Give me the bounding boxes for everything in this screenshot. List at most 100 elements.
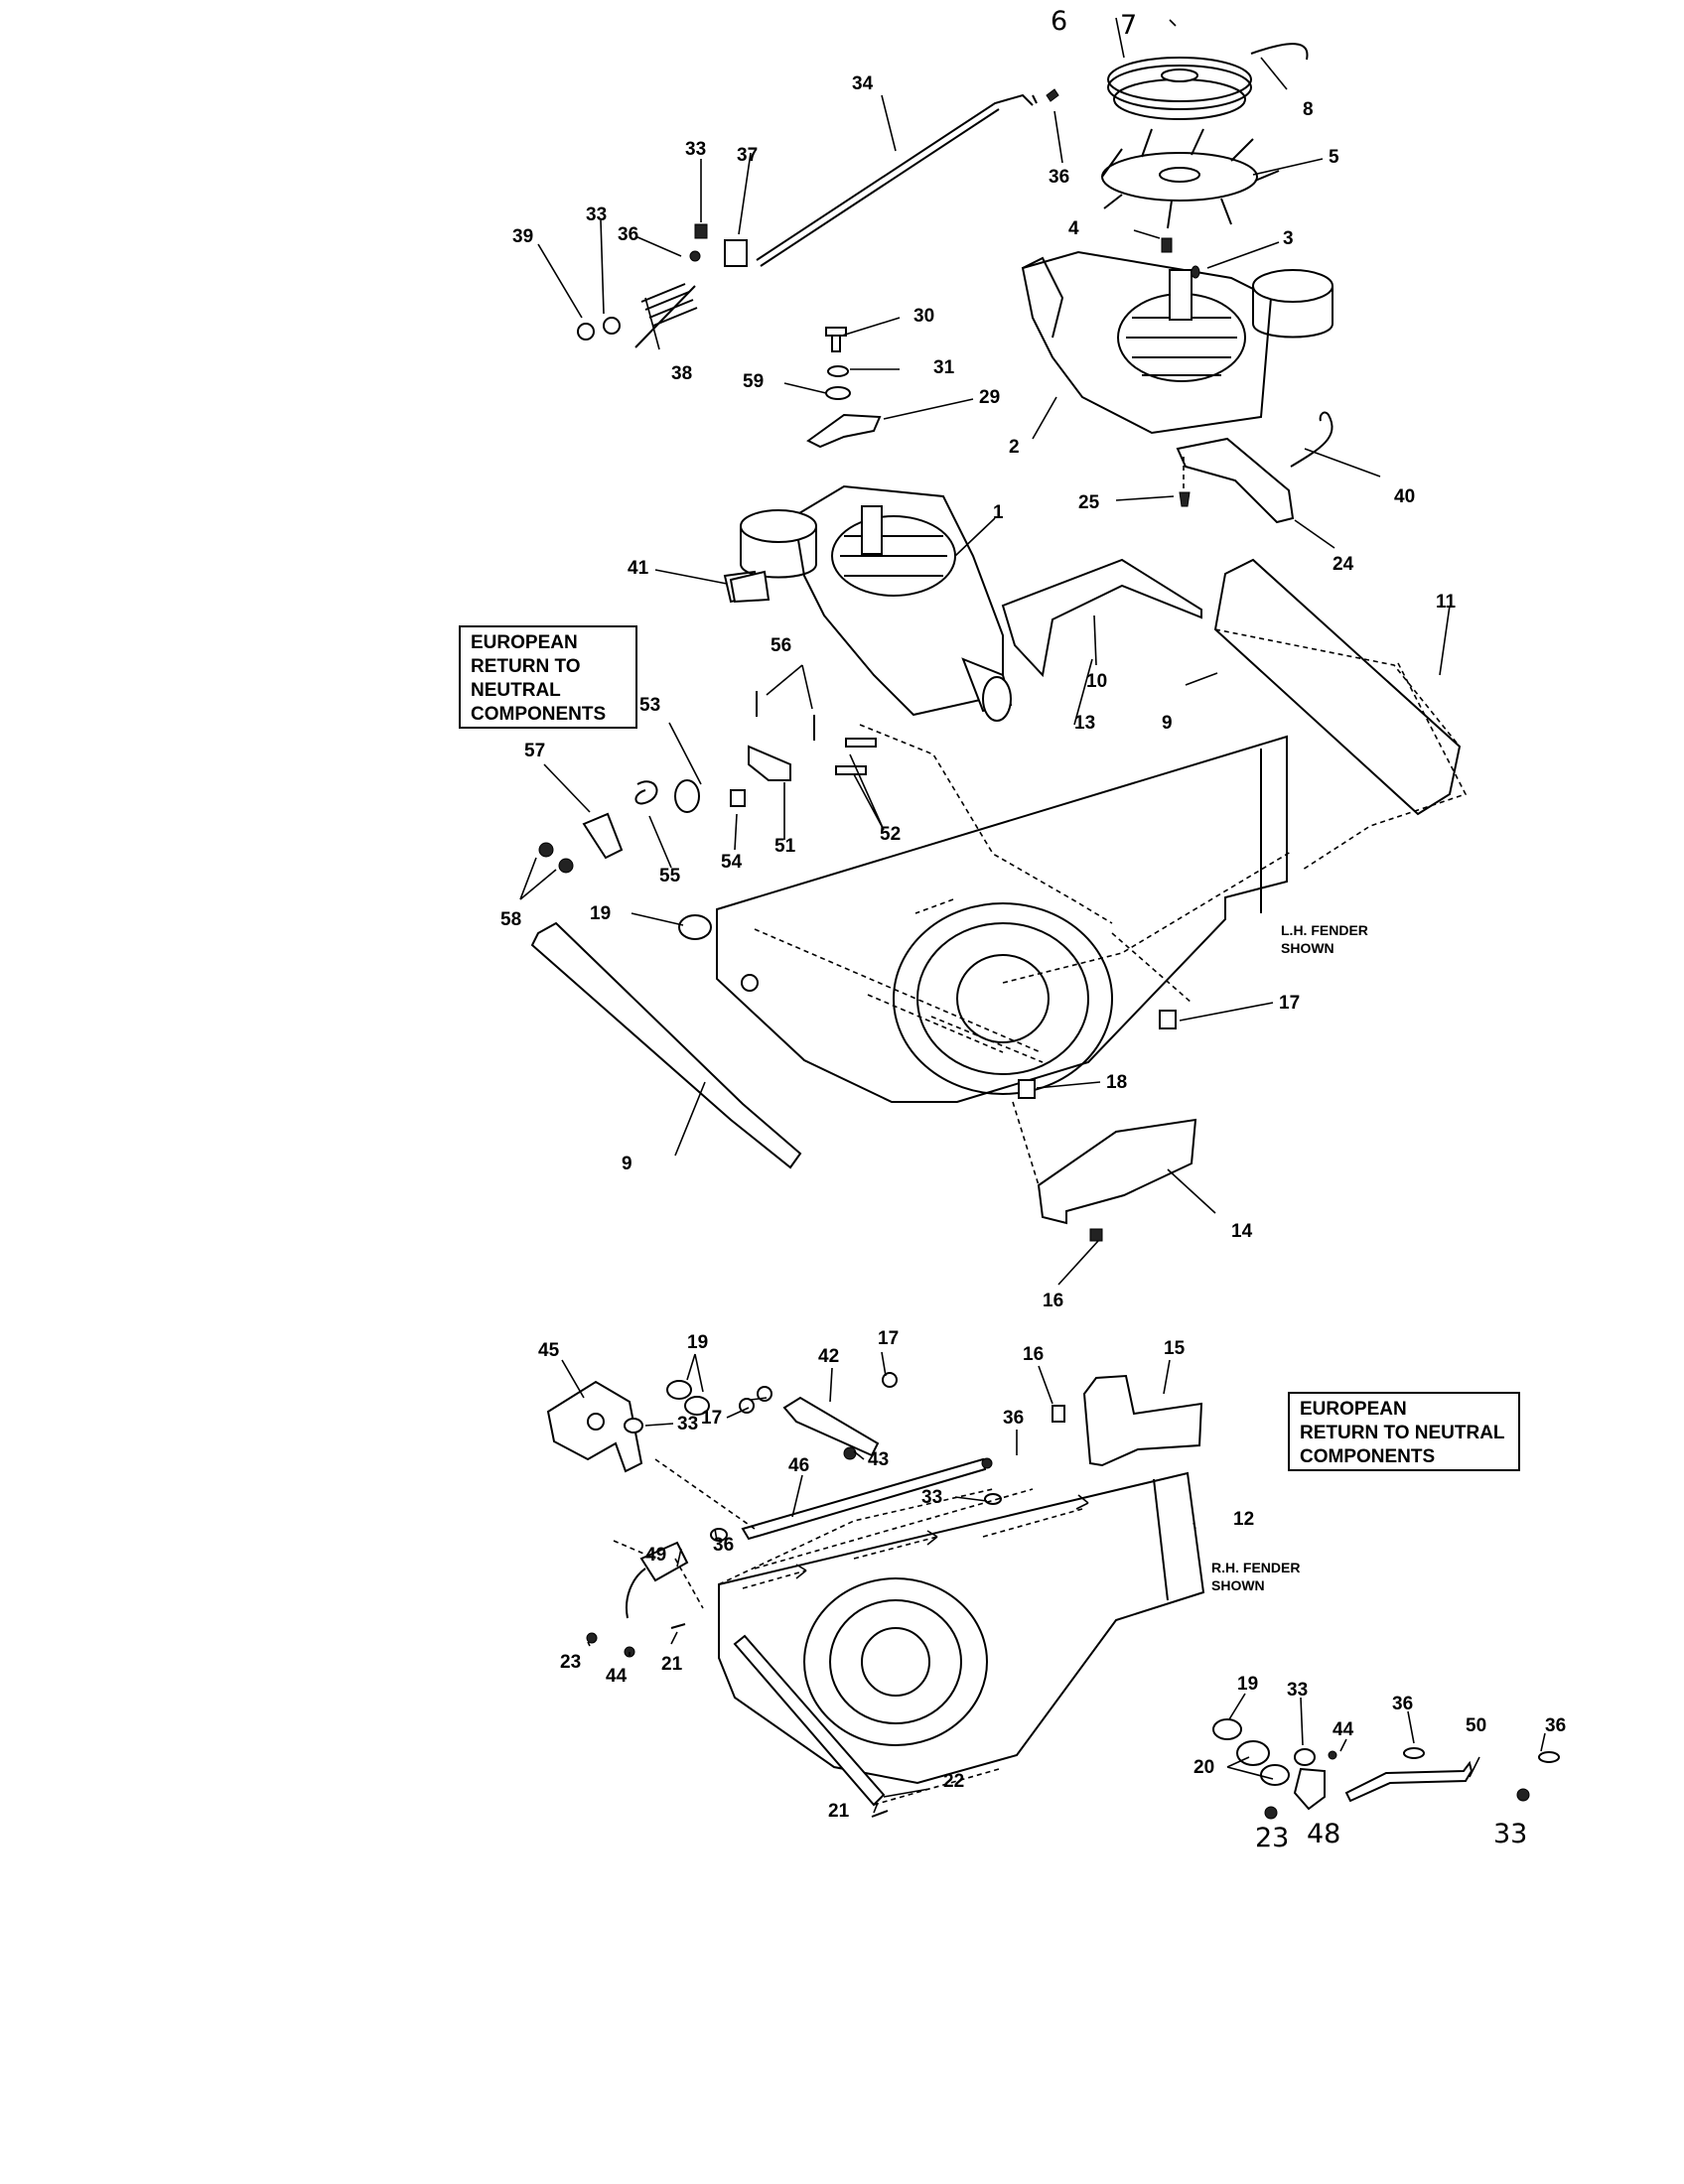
callout-57: 57 xyxy=(524,741,545,761)
arm-49-spring xyxy=(586,1458,756,1658)
callout-44: 44 xyxy=(1333,1719,1354,1740)
callout-34: 34 xyxy=(852,73,874,94)
brace-9-lower xyxy=(530,921,802,1169)
callout-58: 58 xyxy=(500,909,521,930)
pins-21 xyxy=(670,1623,889,1818)
callout-33: 33 xyxy=(1287,1680,1308,1701)
callout-33: 33 xyxy=(685,139,706,160)
callout-48: 48 xyxy=(1307,1819,1340,1849)
pulley xyxy=(1107,43,1309,120)
callout-36: 36 xyxy=(618,224,638,245)
callout-54: 54 xyxy=(721,852,743,873)
callout-5: 5 xyxy=(1329,147,1339,168)
callout-49: 49 xyxy=(645,1545,666,1566)
callout-16: 16 xyxy=(1043,1291,1063,1311)
callout-19: 19 xyxy=(687,1332,708,1353)
bracket-24-harness-40 xyxy=(1176,411,1333,524)
hardware-4-3 xyxy=(1161,237,1200,279)
callout-7: 7 xyxy=(1120,10,1137,41)
callout-17: 17 xyxy=(1279,993,1300,1014)
transaxle-right xyxy=(1021,250,1333,435)
callout-4: 4 xyxy=(1068,218,1079,239)
callout-36: 36 xyxy=(1003,1408,1024,1429)
callout-18: 18 xyxy=(1106,1072,1127,1093)
callout-39: 39 xyxy=(512,226,533,247)
fender-rh-12 xyxy=(718,1471,1205,1785)
callout-20: 20 xyxy=(1193,1757,1214,1778)
callout-52: 52 xyxy=(880,824,901,845)
insulator-41 xyxy=(729,570,771,604)
callout-1: 1 xyxy=(993,502,1004,523)
callout-21: 21 xyxy=(661,1654,683,1675)
callout-46: 46 xyxy=(788,1455,809,1476)
rh-shown-note: SHOWN xyxy=(1211,1577,1265,1593)
rh-linkage-right xyxy=(1212,1718,1560,1820)
control-rod xyxy=(756,93,1038,267)
european-components-label-lower: EUROPEAN RETURN TO NEUTRAL COMPONENTS xyxy=(1288,1392,1520,1471)
shaft-22 xyxy=(733,1634,1000,1807)
callout-11: 11 xyxy=(1436,592,1457,613)
callout-36: 36 xyxy=(713,1535,734,1556)
eu-components-upper xyxy=(538,691,877,874)
brace-10 xyxy=(1001,558,1202,678)
callout-30: 30 xyxy=(913,306,934,327)
callout-25: 25 xyxy=(1078,492,1100,513)
callout-6: 6 xyxy=(1051,6,1067,37)
callout-3: 3 xyxy=(1283,228,1294,249)
callout-43: 43 xyxy=(868,1449,889,1470)
callout-15: 15 xyxy=(1164,1338,1186,1359)
callout-41: 41 xyxy=(628,558,649,579)
callout-2: 2 xyxy=(1009,437,1020,458)
fender-upper-dashed-links xyxy=(859,662,1468,924)
callout-40: 40 xyxy=(1394,486,1415,507)
callout-33: 33 xyxy=(677,1414,698,1434)
bolts-17-18 xyxy=(1018,1010,1177,1099)
callout-24: 24 xyxy=(1333,554,1354,575)
fender-notes: L.H. FENDER SHOWN R.H. FENDER SHOWN xyxy=(1211,922,1368,1593)
callout-50: 50 xyxy=(1466,1715,1486,1736)
callout-17: 17 xyxy=(878,1328,899,1349)
callout-12: 12 xyxy=(1233,1509,1254,1530)
bracket-15 xyxy=(1052,1374,1203,1467)
callout-9: 9 xyxy=(622,1154,632,1174)
callout-44: 44 xyxy=(606,1666,628,1687)
callout-42: 42 xyxy=(818,1346,839,1367)
callout-21: 21 xyxy=(828,1801,850,1822)
callout-labels: 6 7 8 5 36 34 33 37 33 36 39 38 4 3 30 3… xyxy=(500,6,1566,1853)
callout-51: 51 xyxy=(774,836,796,857)
lh-shown-note: SHOWN xyxy=(1281,940,1334,956)
callout-13: 13 xyxy=(1074,713,1095,734)
callout-17: 17 xyxy=(701,1408,722,1429)
bushing-19-upper xyxy=(678,914,712,940)
callout-16: 16 xyxy=(1023,1344,1044,1365)
callout-19: 19 xyxy=(590,903,611,924)
callout-19: 19 xyxy=(1237,1674,1258,1695)
callout-36: 36 xyxy=(1049,167,1069,188)
callout-23: 23 xyxy=(560,1652,581,1673)
callout-31: 31 xyxy=(933,357,955,378)
leader-lines xyxy=(519,17,1546,1814)
callout-14: 14 xyxy=(1231,1221,1253,1242)
callout-33: 33 xyxy=(1493,1819,1527,1849)
hardware-30-31-59-29 xyxy=(806,327,882,449)
rh-fender-note: R.H. FENDER xyxy=(1211,1560,1300,1575)
callout-29: 29 xyxy=(979,387,1000,408)
bushings-19-33 xyxy=(624,1380,710,1433)
callout-10: 10 xyxy=(1086,671,1107,692)
callout-9: 9 xyxy=(1162,713,1173,734)
callout-59: 59 xyxy=(743,371,764,392)
callout-33: 33 xyxy=(921,1487,942,1508)
bracket-14 xyxy=(1012,1101,1197,1242)
callout-36: 36 xyxy=(1392,1694,1413,1714)
callout-38: 38 xyxy=(671,363,692,384)
callout-37: 37 xyxy=(737,145,758,166)
cooling-fan xyxy=(1101,128,1280,229)
transaxle-left xyxy=(723,484,1013,722)
callout-45: 45 xyxy=(538,1340,560,1361)
bracket-45 xyxy=(546,1380,643,1473)
european-components-label-upper: EUROPEAN RETURN TO NEUTRAL COMPONENTS xyxy=(459,625,637,729)
brace-9-upper xyxy=(1213,558,1462,816)
callout-56: 56 xyxy=(771,635,791,656)
lh-fender-note: L.H. FENDER xyxy=(1281,922,1368,938)
